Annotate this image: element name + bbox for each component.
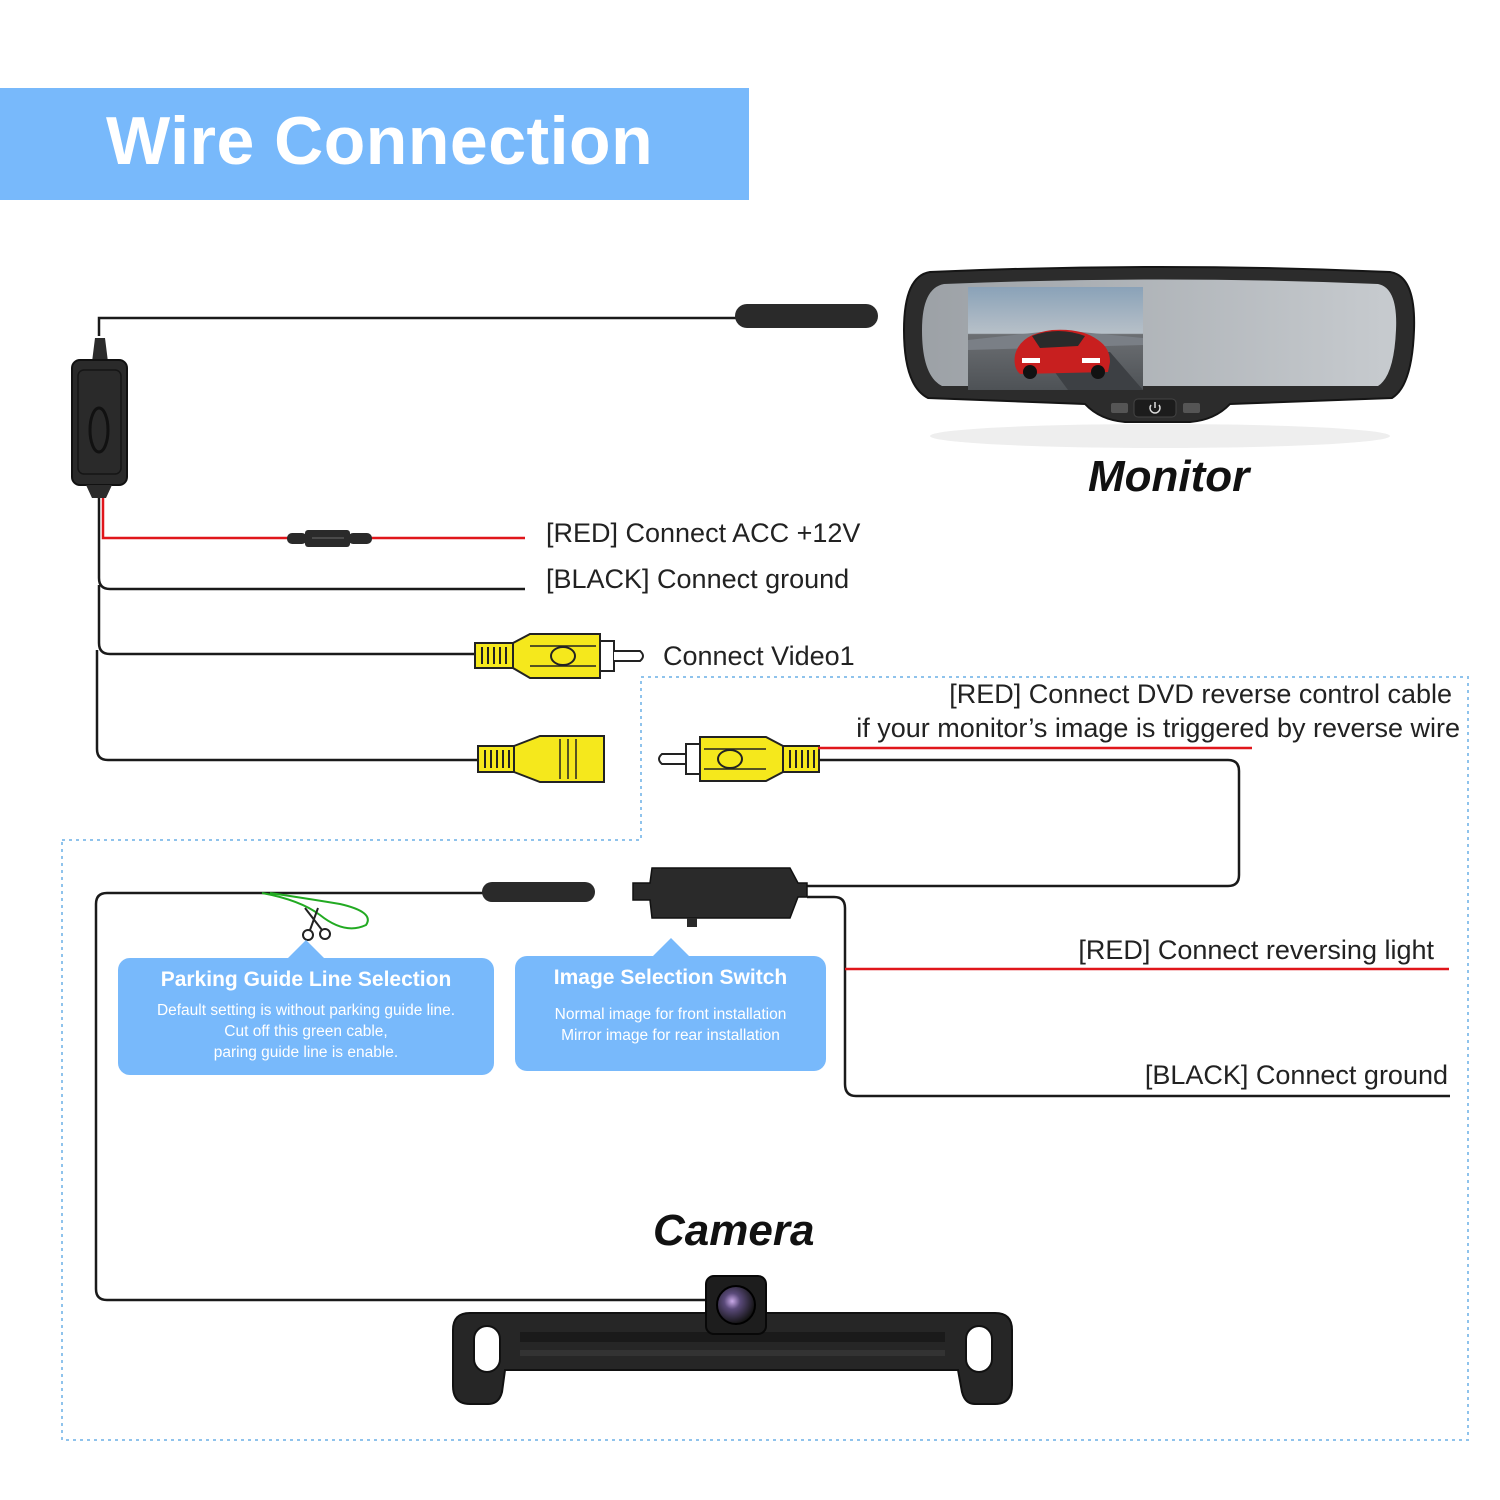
rca-socket-monitor: [477, 735, 605, 783]
power-filter-box: [71, 359, 128, 486]
camera-harness: [94, 867, 1450, 1302]
green-parking-guide-cable: [261, 892, 369, 930]
black-ground-top-label: [BLACK] Connect ground: [546, 564, 850, 594]
red-dvd-label-line2: if your monitor’s image is triggered by …: [856, 713, 1460, 743]
monitor-label: Monitor: [1088, 452, 1250, 501]
image-switch-line1: Normal image for front installation: [554, 1006, 787, 1023]
rca-plug-camera: [658, 736, 820, 782]
parking-guide-callout: Parking Guide Line Selection Default set…: [118, 940, 494, 1075]
page-title: Wire Connection: [106, 103, 654, 179]
camera-power-plug: [482, 882, 595, 902]
parking-guide-line3: paring guide line is enable.: [213, 1044, 399, 1061]
license-plate-camera: [452, 1275, 1013, 1405]
parking-guide-line1: Default setting is without parking guide…: [156, 1002, 456, 1019]
parking-guide-title: Parking Guide Line Selection: [160, 968, 452, 991]
red-car-image: [1014, 329, 1110, 379]
black-ground-bottom-label: [BLACK] Connect ground: [1144, 1060, 1448, 1090]
video1-label: Connect Video1: [663, 641, 855, 671]
parking-guide-line2: Cut off this green cable,: [224, 1023, 388, 1040]
image-switch-line2: Mirror image for rear installation: [561, 1027, 780, 1044]
red-dvd-label-line1: [RED] Connect DVD reverse control cable: [949, 679, 1452, 709]
image-switch-callout: Image Selection Switch Normal image for …: [515, 938, 826, 1071]
image-selection-switch-box: [632, 867, 808, 919]
monitor-power-harness: [71, 304, 878, 762]
rca-plug-video1: [474, 633, 644, 679]
camera-lens: [716, 1285, 756, 1325]
monitor-plug: [735, 304, 878, 328]
red-reversing-label: [RED] Connect reversing light: [1078, 935, 1434, 965]
image-switch-title: Image Selection Switch: [553, 966, 788, 989]
power-button-icon: [1149, 402, 1161, 414]
title-banner: [0, 88, 749, 200]
camera-kit-boundary: [61, 676, 1469, 1441]
scissors-icon: [302, 907, 331, 941]
red-acc-label: [RED] Connect ACC +12V: [546, 518, 861, 548]
camera-label: Camera: [653, 1206, 815, 1255]
camera-video-cable: [806, 758, 1241, 888]
inline-fuse: [287, 530, 372, 547]
rearview-mirror-monitor: [902, 266, 1416, 448]
